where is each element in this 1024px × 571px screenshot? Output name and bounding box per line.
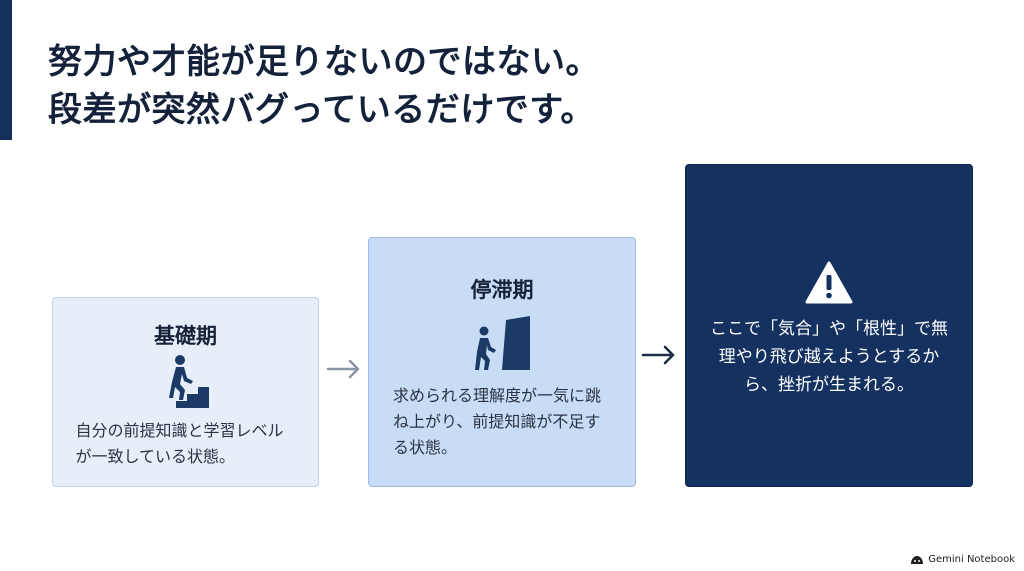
warning-description: ここで「気合」や「根性」で無理やり飛び越えようとするから、挫折が生まれる。 <box>710 319 948 395</box>
step-card-warning: ここで「気合」や「根性」で無理やり飛び越えようとするから、挫折が生まれる。 <box>685 164 973 487</box>
step-description: 求められる理解度が一気に跳ね上がり、前提知識が不足する状態。 <box>393 386 602 457</box>
brand-mark: Gemini Notebook <box>910 554 1015 565</box>
arrow-right-icon <box>325 357 365 381</box>
person-climbing-stairs-icon <box>163 354 209 408</box>
arrow-right-icon <box>640 343 680 367</box>
step-description: 自分の前提知識と学習レベルが一致している状態。 <box>75 421 284 466</box>
accent-bar <box>0 0 12 140</box>
slide-title: 努力や才能が足りないのではない。 段差が突然バグっているだけです。 <box>48 38 600 134</box>
step-heading: 停滞期 <box>470 278 534 302</box>
step-card-plateau: 停滞期 求められる理解度が一気に跳ね上がり、前提知識が不足する状態。 <box>368 237 636 487</box>
brand-label: Gemini Notebook <box>928 554 1015 565</box>
notebook-logo-icon <box>910 555 924 565</box>
title-line-1: 努力や才能が足りないのではない。 <box>48 42 600 82</box>
step-heading: 基礎期 <box>154 324 217 348</box>
warning-icon <box>805 261 853 305</box>
step-card-foundation: 基礎期 自分の前提知識と学習レベルが一致している状態。 <box>52 297 319 487</box>
title-line-2: 段差が突然バグっているだけです。 <box>48 90 595 130</box>
person-facing-wall-icon <box>472 314 532 372</box>
